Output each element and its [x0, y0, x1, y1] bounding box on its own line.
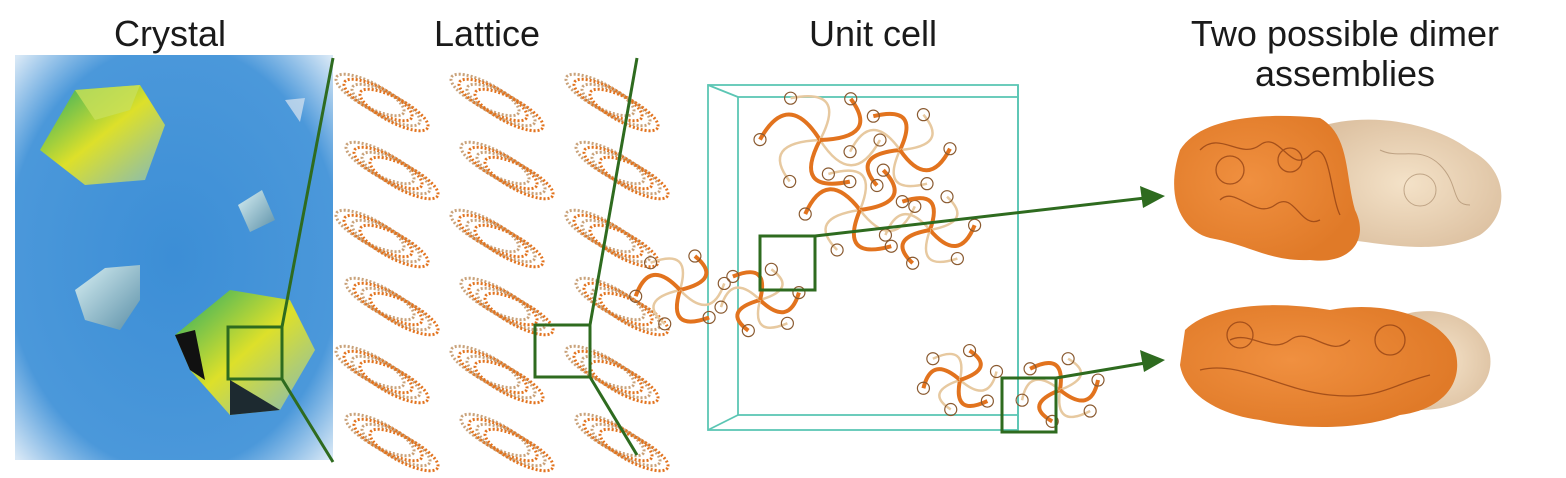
- lattice-molecule: [344, 276, 440, 337]
- dimer-title: Two possible dimer assemblies: [1145, 14, 1545, 94]
- dimer-title-line1: Two possible dimer: [1190, 13, 1500, 54]
- dimer-title-line2: assemblies: [1254, 53, 1436, 94]
- protein-ribbon: [843, 108, 957, 193]
- lattice-molecule: [459, 276, 555, 337]
- lattice-molecule: [344, 412, 440, 473]
- lattice-molecule: [564, 72, 660, 133]
- lattice-molecule: [334, 208, 430, 269]
- lattice-molecule: [334, 72, 430, 133]
- lattice-title: Lattice: [433, 13, 541, 54]
- lattice-molecule: [574, 140, 670, 201]
- unit-cell-proteins: [629, 91, 1105, 428]
- lattice-image: [334, 72, 670, 473]
- lattice-molecule: [574, 276, 670, 337]
- crystal-zoom-box: [226, 325, 284, 381]
- lattice-molecule: [449, 208, 545, 269]
- lattice-zoom-box: [533, 323, 592, 379]
- lattice-molecule: [574, 412, 670, 473]
- arrow-to-dimer-1: [814, 186, 1165, 238]
- protein-ribbon: [753, 91, 887, 189]
- unit-cell-zoom-box-2: [1000, 376, 1058, 434]
- protein-ribbon: [798, 163, 922, 257]
- crystal-image: [15, 55, 333, 460]
- dimer-assembly-1: [1174, 115, 1502, 261]
- zoom-line: [280, 378, 335, 463]
- unit-cell-box: [707, 84, 1019, 431]
- protein-ribbon: [1015, 352, 1105, 428]
- lattice-molecule: [564, 208, 660, 269]
- crystal-title: Crystal: [113, 13, 226, 54]
- arrow-to-dimer-2: [1055, 350, 1165, 380]
- unit-cell-zoom-box-1: [758, 234, 817, 292]
- lattice-molecule: [449, 72, 545, 133]
- protein-ribbon: [714, 262, 806, 338]
- protein-ribbon: [629, 249, 731, 331]
- lattice-molecule: [459, 140, 555, 201]
- lattice-molecule: [449, 344, 545, 405]
- lattice-molecule: [459, 412, 555, 473]
- zoom-line: [588, 376, 639, 456]
- zoom-line: [280, 57, 335, 328]
- zoom-line: [588, 57, 639, 326]
- lattice-molecule: [334, 344, 430, 405]
- lattice-molecule: [344, 140, 440, 201]
- lattice-molecule: [564, 344, 660, 405]
- dimer-assembly-2: [1180, 305, 1491, 427]
- unit-cell-title: Unit cell: [808, 13, 938, 54]
- protein-ribbon: [916, 343, 1004, 417]
